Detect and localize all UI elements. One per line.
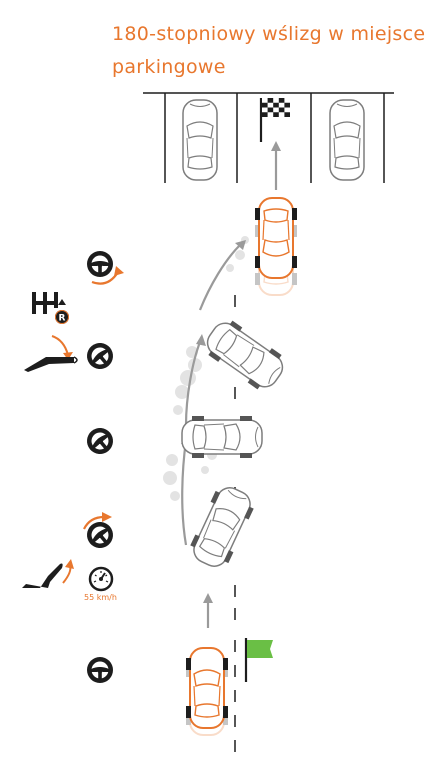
parked-car-left bbox=[182, 99, 218, 181]
svg-text:R: R bbox=[59, 314, 66, 324]
turn-arrow-icon bbox=[62, 559, 74, 584]
gear-shift-icon: R bbox=[32, 292, 69, 324]
title-line-1: 180-stopniowy wślizg w miejsce bbox=[112, 23, 426, 45]
parked-car-right bbox=[329, 99, 365, 181]
steering-wheel-icon bbox=[81, 422, 119, 460]
car-sideways bbox=[181, 416, 263, 458]
car-turn-in bbox=[188, 482, 256, 572]
handbrake-icon bbox=[24, 356, 78, 372]
car-start bbox=[185, 647, 229, 736]
finish-flag-icon bbox=[259, 98, 290, 142]
speed-label: 55 km/h bbox=[84, 593, 117, 602]
diagram-title: 180-stopniowy wślizg w miejsce parkingow… bbox=[112, 18, 442, 84]
turn-arrow-icon bbox=[51, 335, 73, 360]
steering-wheel-icon bbox=[81, 337, 119, 375]
handbrake-icon bbox=[22, 563, 63, 588]
reverse-gear-badge: R bbox=[55, 310, 69, 324]
steering-wheel-icon bbox=[87, 657, 113, 683]
speedometer-icon bbox=[88, 566, 114, 592]
parking-lot bbox=[143, 92, 394, 183]
car-rotating bbox=[201, 317, 289, 393]
car-final bbox=[254, 197, 298, 296]
start-flag-icon bbox=[244, 638, 273, 682]
steering-wheel-icon bbox=[81, 512, 119, 554]
steering-wheel-icon bbox=[87, 251, 124, 285]
title-line-2: parkingowe bbox=[112, 56, 226, 78]
